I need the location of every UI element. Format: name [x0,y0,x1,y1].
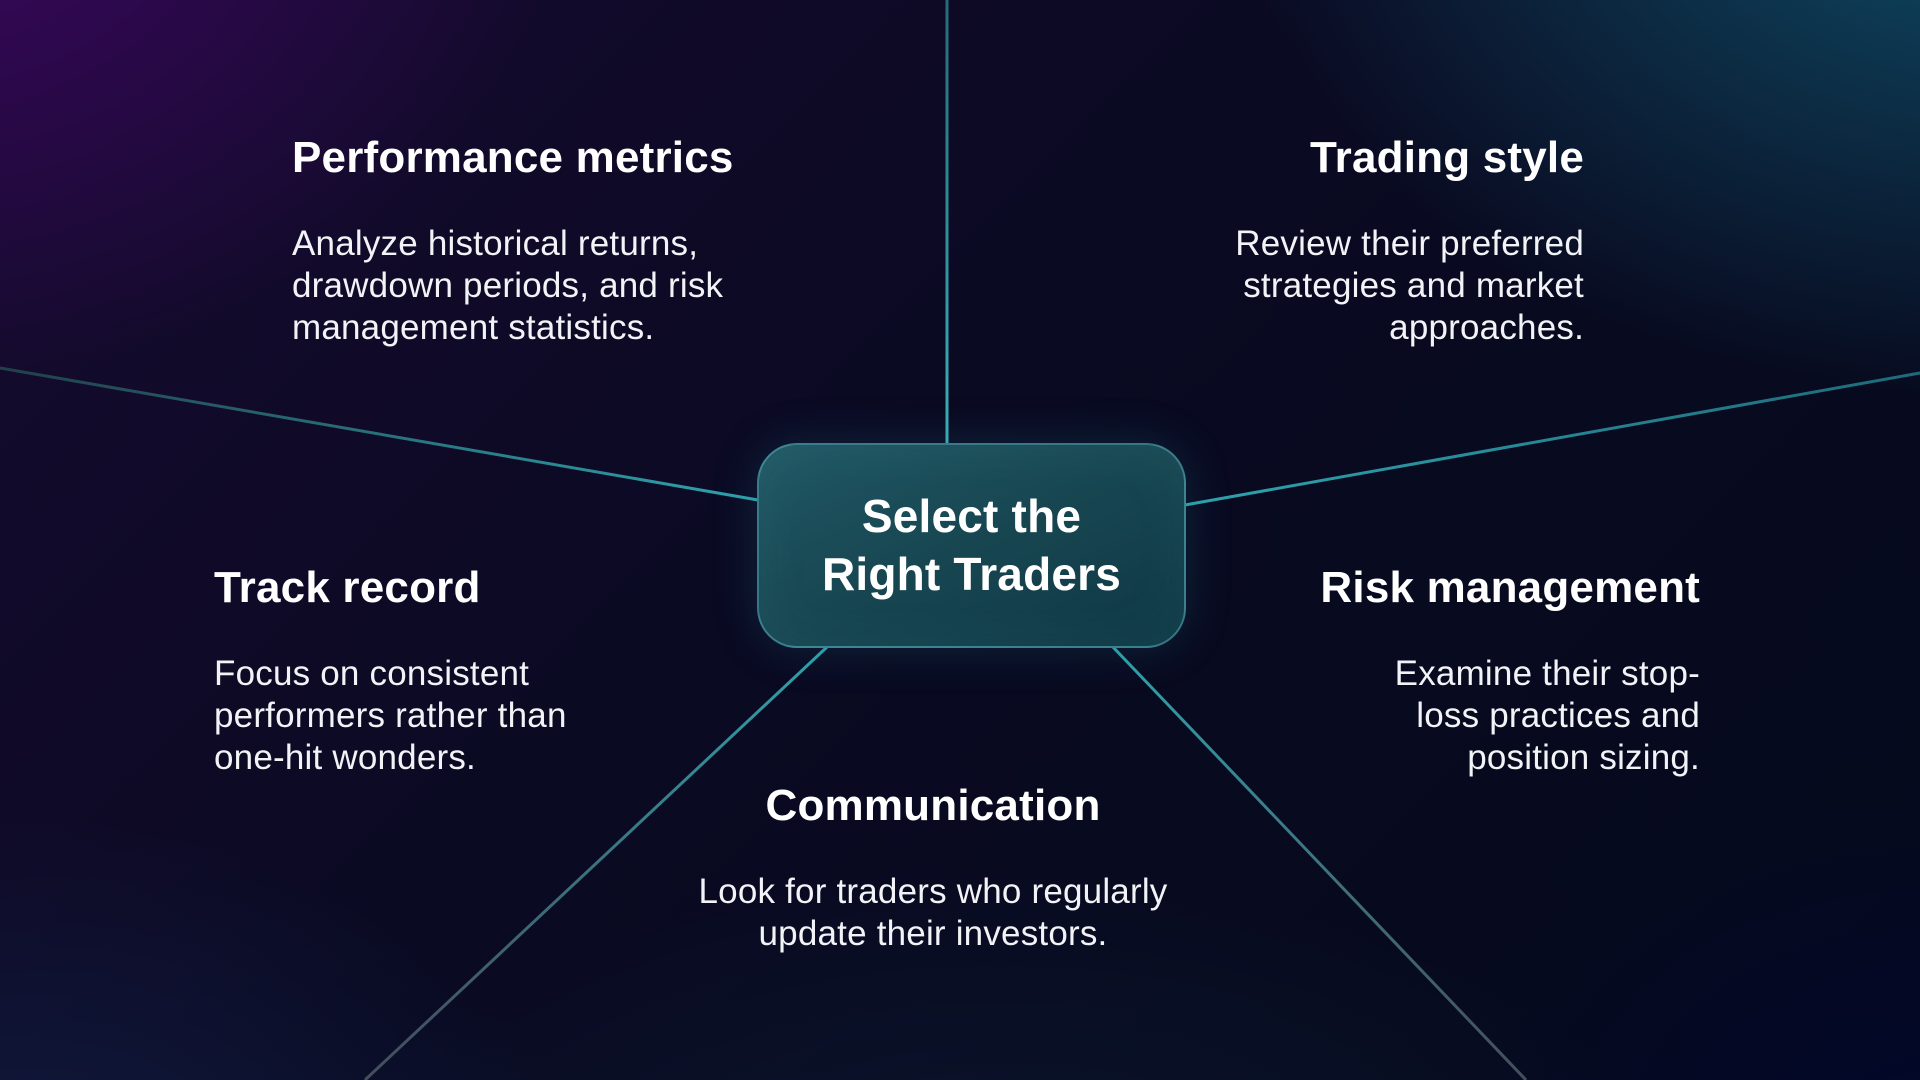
center-node-title-line1: Select the [861,490,1082,543]
branch-title-track-record: Track record [214,563,481,612]
branch-body-line: Look for traders who regularly [698,871,1168,911]
connector-bottom-right [1110,644,1528,1080]
branch-body-line: performers rather than [214,695,567,735]
branch-body-line: one-hit wonders. [214,737,476,777]
branch-body-line: drawdown periods, and risk [292,265,724,305]
branch-risk-management: Risk management Examine their stop- loss… [1120,562,1700,779]
branch-body-line: management statistics. [292,307,655,347]
branch-body-line: Analyze historical returns, [292,223,699,263]
branch-body-line: Focus on consistent [214,653,530,693]
branch-body-line: approaches. [1389,307,1584,347]
branch-body-line: update their investors. [758,913,1108,953]
branch-title-performance-metrics: Performance metrics [292,133,734,182]
branch-body-line: strategies and market [1243,265,1584,305]
branch-body-line: loss practices and [1416,695,1700,735]
branch-title-communication: Communication [765,781,1101,830]
branch-communication: Communication Look for traders who regul… [558,780,1308,955]
branch-title-trading-style: Trading style [1309,133,1584,182]
branch-title-risk-management: Risk management [1320,563,1700,612]
branch-track-record: Track record Focus on consistent perform… [214,562,794,779]
branch-body-line: Review their preferred [1235,223,1584,263]
connector-bottom-left [363,645,829,1080]
center-node-select-right-traders: Select the Right Traders [757,443,1186,648]
connector-left [0,366,759,502]
connector-right [1184,371,1920,507]
branch-performance-metrics: Performance metrics Analyze historical r… [292,132,872,349]
branch-body-line: Examine their stop- [1394,653,1700,693]
branch-trading-style: Trading style Review their preferred str… [1004,132,1584,349]
branch-body-line: position sizing. [1467,737,1700,777]
center-node-title-line2: Right Traders [821,547,1122,600]
